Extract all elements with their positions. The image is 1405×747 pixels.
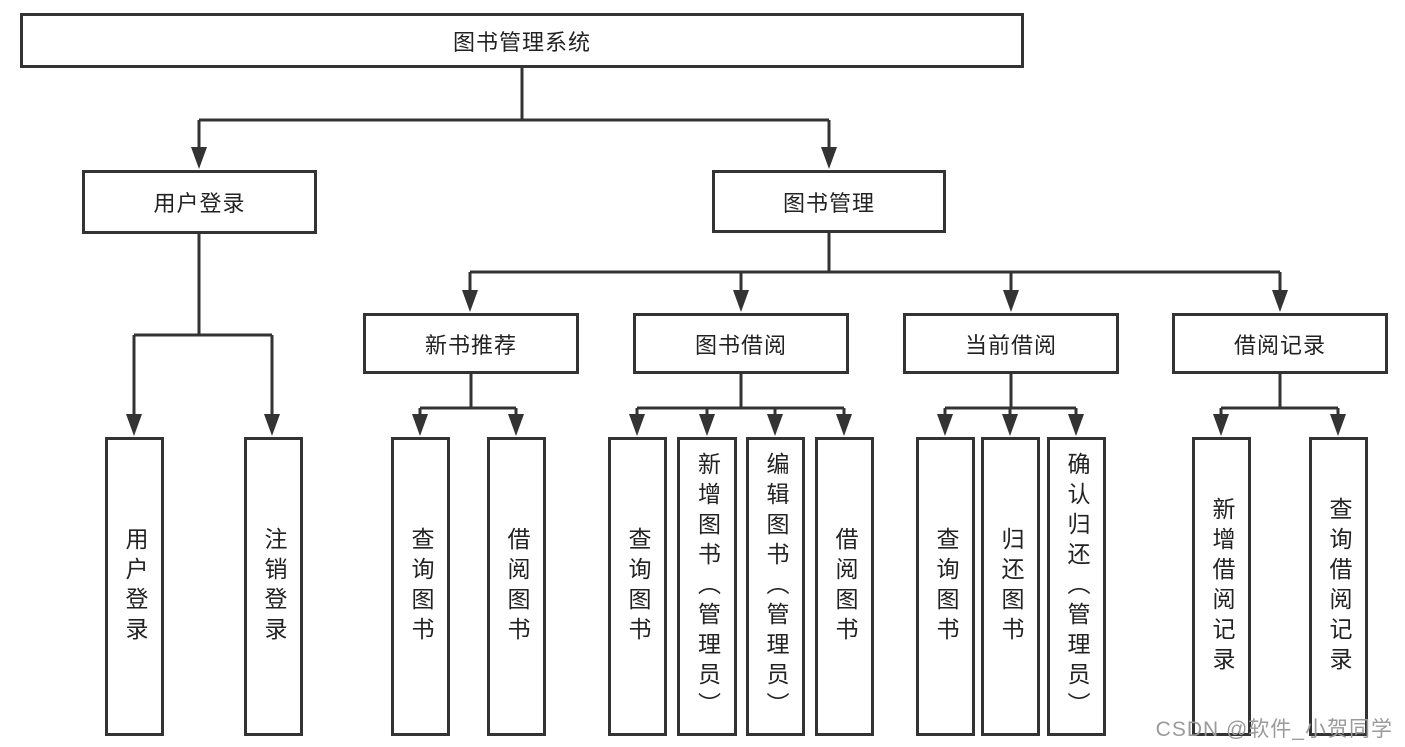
node-label: 图书管理系统 [452,29,591,55]
node-label: 新增图书（管理员） [694,451,721,722]
leaf-confirm-return-admin: 确认归还（管理员） [1047,437,1106,736]
node-label: 新书推荐 [424,332,517,358]
leaf-add-book-admin: 新增图书（管理员） [677,437,737,736]
node-label: 用户登录 [153,191,246,216]
node-label: 查询图书 [408,526,434,647]
node-label: 查询图书 [933,526,959,647]
node-label: 注销登录 [261,526,287,647]
leaf-borrow-books-borrowing: 借阅图书 [815,437,874,736]
leaf-query-borrow-record: 查询借阅记录 [1309,437,1368,736]
node-label: 借阅记录 [1233,332,1326,358]
leaf-logout: 注销登录 [244,437,303,736]
node-label: 当前借阅 [964,332,1057,358]
node-label: 查询图书 [625,526,651,647]
node-label: 借阅图书 [832,526,858,647]
node-label: 借阅图书 [504,526,530,647]
node-label: 查询借阅记录 [1326,496,1352,677]
node-user-login: 用户登录 [82,170,317,234]
node-label: 归还图书 [998,526,1024,647]
node-label: 编辑图书（管理员） [763,451,789,722]
node-label: 用户登录 [122,526,148,647]
csdn-watermark: CSDN @软件_小贺同学 [1155,718,1393,741]
leaf-query-books-recommend: 查询图书 [391,437,450,736]
node-label: 新增借阅记录 [1209,496,1235,677]
leaf-return-book: 归还图书 [981,437,1040,736]
leaf-query-books-current: 查询图书 [916,437,975,736]
leaf-borrow-books-recommend: 借阅图书 [487,437,546,736]
node-label: 图书管理 [782,190,875,216]
node-label: 确认归还（管理员） [1064,451,1090,722]
leaf-query-books-borrowing: 查询图书 [608,437,667,736]
node-book-management: 图书管理 [712,170,946,233]
node-library-management-system: 图书管理系统 [20,13,1024,68]
node-current-borrowing: 当前借阅 [903,313,1119,374]
leaf-add-borrow-record: 新增借阅记录 [1192,437,1251,736]
leaf-edit-book-admin: 编辑图书（管理员） [746,437,805,736]
node-borrowing-records: 借阅记录 [1172,313,1388,374]
node-new-book-recommendation: 新书推荐 [363,313,579,374]
leaf-user-login: 用户登录 [105,437,164,736]
node-book-borrowing: 图书借阅 [633,313,849,374]
node-label: 图书借阅 [694,332,787,358]
